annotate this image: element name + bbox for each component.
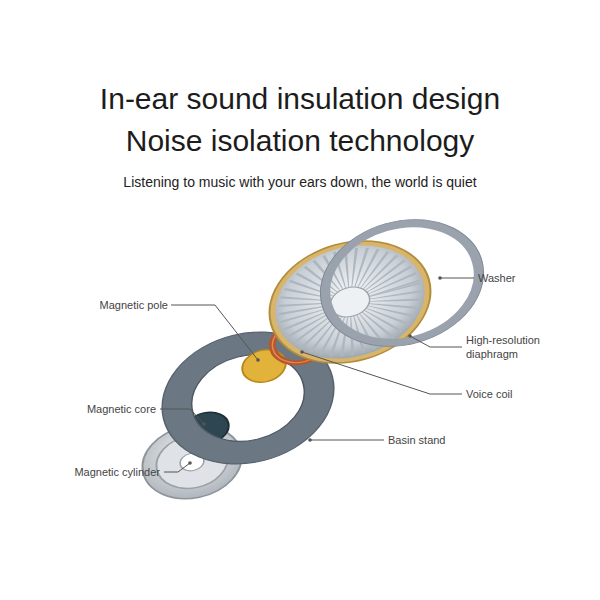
part-label: Magnetic cylinder	[20, 465, 160, 479]
title: In-ear sound insulation design Noise iso…	[80, 78, 520, 162]
subtitle: Listening to music with your ears down, …	[60, 173, 540, 191]
part-label: High-resolution diaphragm	[466, 333, 576, 361]
part-label: Basin stand	[388, 433, 488, 447]
part-label: Washer	[478, 271, 578, 285]
magnetic-pole	[239, 345, 289, 386]
part-label: Voice coil	[466, 387, 566, 401]
part-label: Magnetic pole	[40, 298, 168, 312]
part-label: Magnetic core	[30, 402, 156, 416]
